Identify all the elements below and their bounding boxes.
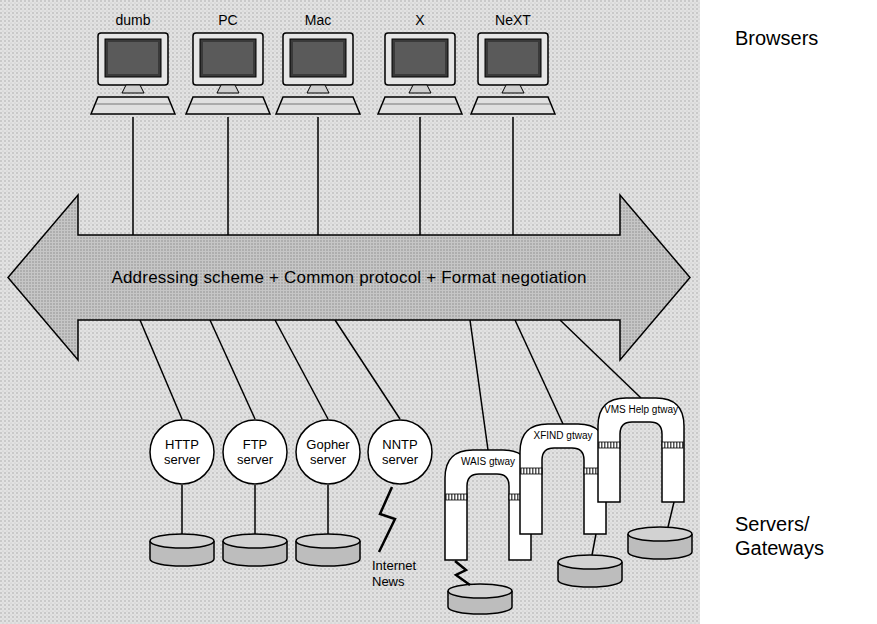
disk-symbol — [296, 534, 360, 566]
text-label: Internet News — [372, 558, 434, 590]
browser-monitor-outline — [183, 32, 273, 117]
connector-line — [515, 320, 563, 424]
node-text: Mac — [273, 12, 363, 28]
wire — [254, 485, 256, 535]
node-text: dumb — [88, 12, 178, 28]
lightning-symbol — [379, 487, 395, 552]
node-text: WAIS gtway — [461, 456, 515, 468]
connector-line — [335, 320, 400, 419]
disk-symbol — [223, 534, 287, 566]
connector-line — [470, 320, 488, 450]
node-text: NeXT — [468, 12, 558, 28]
browser-monitor: Mac — [273, 12, 363, 117]
connector-line — [227, 117, 229, 235]
browser-monitor: X — [375, 12, 465, 117]
node-text: X — [375, 12, 465, 28]
browser-monitor-outline — [273, 32, 363, 117]
lightning-symbol — [455, 561, 470, 585]
text-label: Browsers — [735, 26, 865, 50]
wire — [327, 485, 329, 535]
connector-line — [512, 117, 514, 235]
node-text: XFIND gtway — [534, 430, 593, 442]
connector-line — [140, 320, 182, 419]
node-text: Gopher server — [300, 437, 356, 467]
wire — [592, 534, 596, 555]
node-text: FTP server — [227, 437, 283, 467]
server-circle: NNTP server — [367, 419, 433, 485]
connector-line — [317, 117, 319, 235]
server-circle: Gopher server — [295, 419, 361, 485]
gateway-arch: VMS Help gtway — [598, 398, 684, 502]
disk-symbol — [448, 584, 512, 614]
node-text: PC — [183, 12, 273, 28]
gateway-arch: WAIS gtway — [445, 450, 531, 560]
node-text: Addressing scheme + Common protocol + Fo… — [111, 268, 586, 288]
wire — [668, 502, 674, 527]
connector-line — [275, 320, 328, 419]
browser-monitor: dumb — [88, 12, 178, 117]
text-label: Servers/ Gateways — [735, 512, 845, 560]
disk-symbol — [150, 534, 214, 566]
browser-monitor-outline — [468, 32, 558, 117]
protocol-band: Addressing scheme + Common protocol + Fo… — [8, 195, 690, 360]
disk-symbol — [558, 555, 622, 587]
node-text: NNTP server — [372, 437, 428, 467]
disk-symbol — [628, 527, 692, 559]
browser-monitor-outline — [88, 32, 178, 117]
gateway-arch: XFIND gtway — [520, 424, 606, 534]
halftone-ground — [0, 0, 700, 624]
connector-line — [210, 320, 255, 419]
node-text: VMS Help gtway — [604, 404, 678, 416]
connector-line — [419, 117, 421, 235]
node-text: HTTP server — [154, 437, 210, 467]
browser-monitor: NeXT — [468, 12, 558, 117]
wire — [181, 485, 183, 535]
connector-line — [132, 117, 134, 235]
browser-monitor-outline — [375, 32, 465, 117]
server-circle: FTP server — [222, 419, 288, 485]
browser-monitor: PC — [183, 12, 273, 117]
server-circle: HTTP server — [149, 419, 215, 485]
